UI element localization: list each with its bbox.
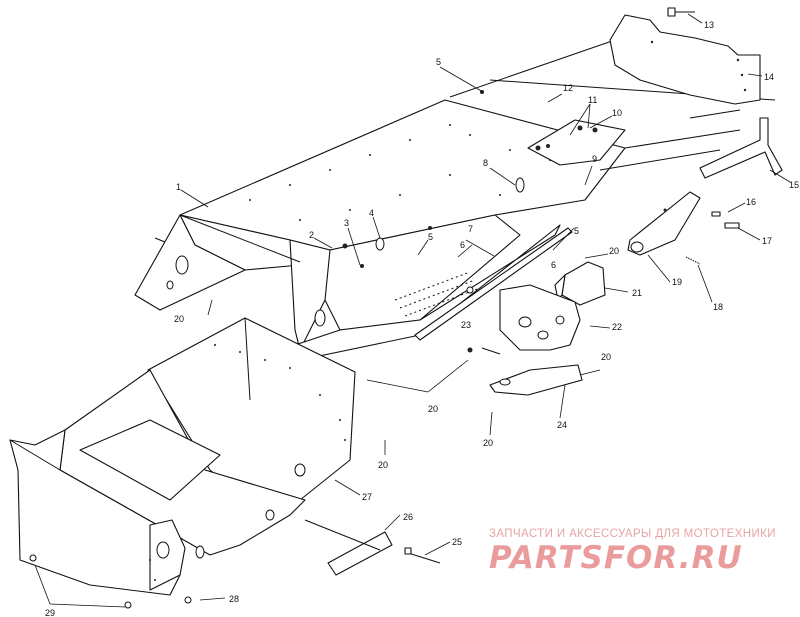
- callout-15: 15: [789, 180, 799, 190]
- front-frame-part-27: [9, 317, 356, 596]
- tunnel-part-1: [134, 90, 626, 361]
- callout-6b: 6: [551, 260, 556, 270]
- snow-flap-part-14: [609, 14, 761, 105]
- callout-21: 21: [632, 288, 642, 298]
- callout-20e: 20: [483, 438, 493, 448]
- callout-5c: 5: [574, 226, 579, 236]
- plate-part-24: [489, 364, 583, 396]
- mount-part-21: [554, 261, 606, 306]
- callout-10: 10: [612, 108, 622, 118]
- callout-20f: 20: [378, 460, 388, 470]
- watermark-tagline: ЗАПЧАСТИ И АКСЕССУАРЫ ДЛЯ МОТОТЕХНИКИ: [489, 528, 776, 540]
- callout-5a: 5: [436, 57, 441, 67]
- bolt-part-28: [184, 596, 192, 604]
- callout-7: 7: [468, 224, 473, 234]
- callout-18: 18: [713, 302, 723, 312]
- hitch-part-15: [699, 117, 783, 179]
- callout-2: 2: [309, 230, 314, 240]
- callout-3: 3: [344, 218, 349, 228]
- callout-11: 11: [588, 95, 597, 105]
- nut-part-29: [29, 554, 132, 609]
- leader-lines: [34, 13, 791, 608]
- callout-22: 22: [612, 322, 622, 332]
- callout-26: 26: [403, 512, 413, 522]
- screw-part-18: [685, 256, 701, 265]
- callout-9: 9: [592, 154, 597, 164]
- bracket-part-10: [527, 119, 626, 166]
- rear-extension-part-12: [449, 39, 776, 171]
- callout-19: 19: [672, 277, 682, 287]
- callout-16: 16: [746, 197, 756, 207]
- watermark-logo: PARTSFOR.RU: [489, 540, 743, 576]
- arm-part-19: [627, 191, 701, 256]
- callout-labels: 1 2 3 4 5 5 5 6 6 7 8 9 10 11 12 13 14 1…: [45, 20, 799, 617]
- bracket-part-22: [499, 284, 581, 351]
- bolt-part-13: [667, 7, 695, 17]
- pin-part-17: [724, 222, 740, 229]
- callout-17: 17: [762, 236, 772, 246]
- callout-20d: 20: [428, 404, 438, 414]
- callout-12: 12: [563, 83, 573, 93]
- callout-1: 1: [176, 182, 181, 192]
- callout-20b: 20: [609, 246, 619, 256]
- callout-29: 29: [45, 608, 55, 617]
- callout-4: 4: [369, 208, 374, 218]
- callout-23: 23: [461, 320, 471, 330]
- callout-28: 28: [229, 594, 239, 604]
- bolt-part-25: [404, 547, 441, 564]
- callout-24: 24: [557, 420, 567, 430]
- callout-6a: 6: [460, 240, 465, 250]
- callout-27: 27: [362, 492, 372, 502]
- callout-25: 25: [452, 537, 462, 547]
- rod-part-6: [414, 227, 573, 341]
- bolt-part-23: [467, 347, 501, 355]
- watermark: ЗАПЧАСТИ И АКСЕССУАРЫ ДЛЯ МОТОТЕХНИКИ PA…: [489, 528, 776, 576]
- rail-part-26: [304, 519, 393, 576]
- callout-5b: 5: [428, 232, 433, 242]
- pin-part-16: [711, 211, 721, 217]
- callout-20a: 20: [174, 314, 184, 324]
- callout-13: 13: [704, 20, 714, 30]
- callout-14: 14: [764, 72, 774, 82]
- callout-20c: 20: [601, 352, 611, 362]
- callout-8: 8: [483, 158, 488, 168]
